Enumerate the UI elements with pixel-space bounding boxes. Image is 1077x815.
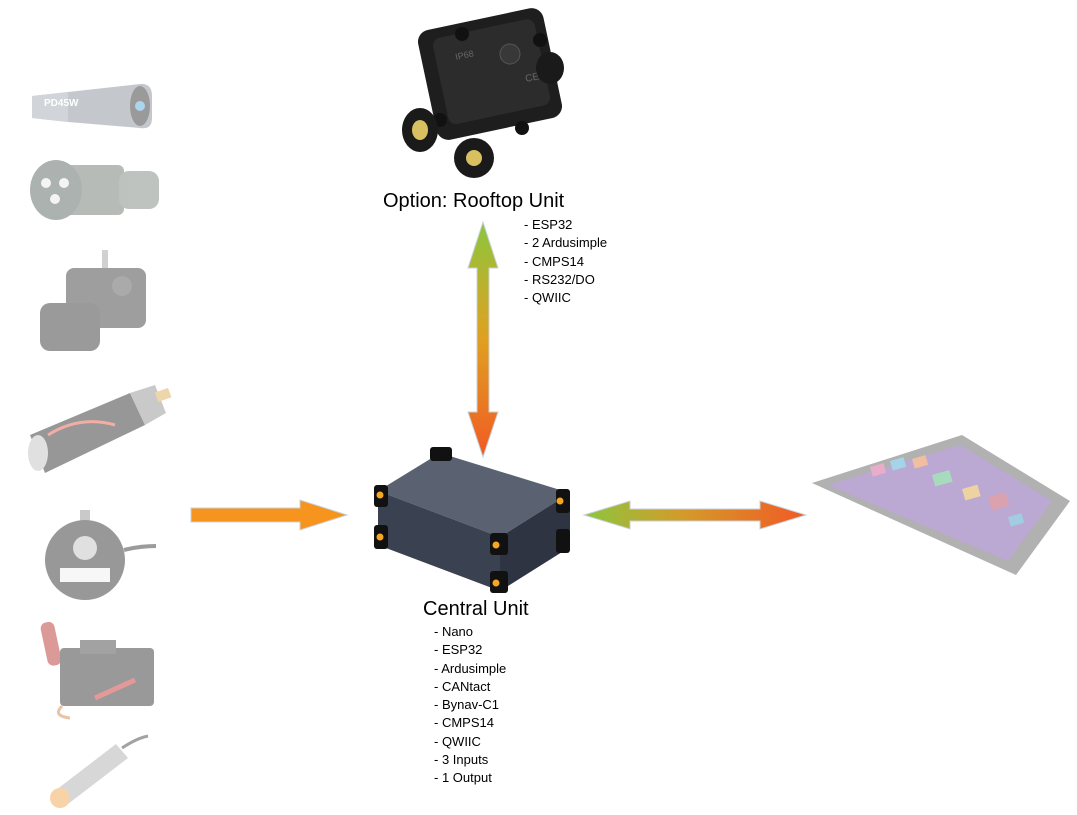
rooftop-list-item: - RS232/DO xyxy=(524,271,595,287)
input-arrow xyxy=(190,499,349,531)
tablet-icon xyxy=(812,435,1070,575)
rotary-encoder-icon xyxy=(45,510,157,600)
car-charger-icon: PD45W xyxy=(32,83,152,129)
input-devices-column: PD45W xyxy=(0,0,180,815)
rooftop-list-item: - ESP32 xyxy=(524,217,573,232)
central-unit-list: - Nano - ESP32 - Ardusimple - CANtact - … xyxy=(434,623,506,788)
central-tablet-arrow xyxy=(582,500,808,530)
central-list-item: - 1 Output xyxy=(434,770,492,786)
central-list-item: - QWIIC xyxy=(434,733,481,749)
rooftop-device-label-right: CE xyxy=(524,71,540,85)
central-list-item: - CMPS14 xyxy=(434,715,494,731)
central-list-item: - Bynav-C1 xyxy=(434,697,500,713)
rooftop-central-arrow xyxy=(467,220,499,459)
central-unit-title: Central Unit xyxy=(423,598,529,620)
rooftop-device-label-left: IP68 xyxy=(454,48,474,62)
central-list-item: - Nano xyxy=(434,624,474,639)
rooftop-unit-title: Option: Rooftop Unit xyxy=(383,190,565,212)
central-list-item: - Ardusimple xyxy=(434,660,507,676)
rooftop-list-item: - CMPS14 xyxy=(524,253,584,269)
dc-motor-icon xyxy=(28,385,172,473)
central-list-item: - 3 Inputs xyxy=(434,752,489,768)
connector-plug-icon xyxy=(30,160,159,220)
central-list-item: - CANtact xyxy=(434,678,491,694)
charger-label: PD45W xyxy=(44,98,79,109)
rooftop-unit-image: IP68 CE xyxy=(402,8,564,178)
central-list-item: - ESP32 xyxy=(434,642,483,658)
proximity-sensor-icon xyxy=(50,734,149,808)
central-unit-image xyxy=(374,447,570,593)
rooftop-unit-list: - ESP32 - 2 Ardusimple - CMPS14 - RS232/… xyxy=(524,216,607,307)
rooftop-list-item: - QWIIC xyxy=(524,290,571,306)
position-sensor-icon xyxy=(40,250,146,351)
servo-icon xyxy=(40,621,154,720)
rooftop-list-item: - 2 Ardusimple xyxy=(524,235,608,251)
